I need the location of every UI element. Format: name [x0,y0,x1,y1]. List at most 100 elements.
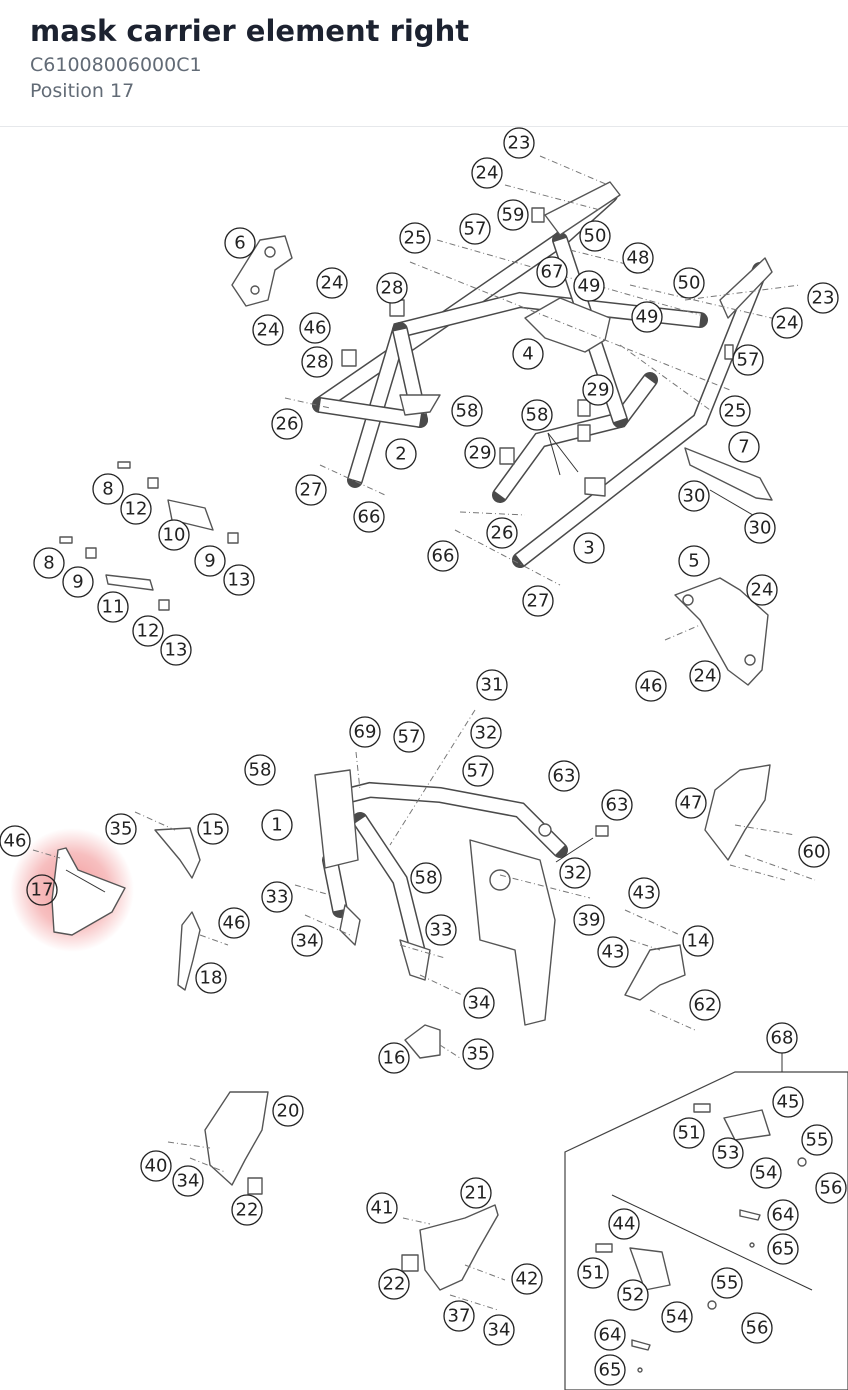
callout-label: 58 [249,760,272,781]
callout-22: 22 [231,1194,263,1226]
main-frame-assembly [294,709,609,1026]
callout-label: 43 [602,942,625,963]
callout-45: 45 [772,1086,804,1118]
callout-label: 56 [746,1318,769,1339]
callout-34: 34 [172,1165,204,1197]
part-title: mask carrier element right [30,14,470,48]
callout-43: 43 [597,936,629,968]
callout-65: 65 [594,1354,626,1386]
callout-label: 66 [358,507,381,528]
callout-label: 34 [488,1320,511,1341]
callout-50: 50 [673,267,705,299]
callout-label: 55 [716,1273,739,1294]
callout-label: 34 [468,993,491,1014]
callout-32: 32 [559,857,591,889]
callout-label: 58 [526,405,549,426]
callout-46: 46 [299,312,331,344]
callout-label: 49 [636,307,659,328]
callout-24: 24 [746,574,778,606]
callout-label: 26 [276,414,299,435]
callout-label: 56 [820,1178,843,1199]
callout-label: 11 [102,597,125,618]
bracket-5 [664,577,769,686]
callout-57: 57 [462,755,494,787]
callout-label: 64 [599,1325,622,1346]
part-header: mask carrier element right C61008006000C… [0,0,848,127]
footrest-bracket-21 [401,1204,506,1311]
callout-label: 52 [622,1285,645,1306]
callout-27: 27 [295,474,327,506]
callout-66: 66 [427,540,459,572]
callout-25: 25 [399,222,431,254]
callout-29: 29 [582,374,614,406]
callout-48: 48 [622,242,654,274]
callout-28: 28 [301,346,333,378]
callout-54: 54 [750,1157,782,1189]
callout-label: 25 [404,228,427,249]
callout-label: 51 [678,1123,701,1144]
callout-5: 5 [678,545,710,577]
callout-11: 11 [97,591,129,623]
callout-49: 49 [631,301,663,333]
callout-25: 25 [719,395,751,427]
callout-label: 46 [223,913,246,934]
callout-46: 46 [0,825,31,857]
callout-label: 13 [165,640,188,661]
callout-label: 12 [137,621,160,642]
callout-label: 65 [772,1239,795,1260]
callout-10: 10 [158,519,190,551]
callout-label: 55 [806,1130,829,1151]
callout-label: 54 [755,1163,778,1184]
callout-1: 1 [261,809,293,841]
callout-label: 23 [508,133,531,154]
callout-57: 57 [459,213,491,245]
callout-67: 67 [536,256,568,288]
leader-lines [547,432,783,1072]
callout-label: 4 [522,344,533,365]
callout-23: 23 [807,282,839,314]
callout-label: 57 [398,727,421,748]
callout-26: 26 [271,408,303,440]
callout-label: 32 [475,723,498,744]
callout-58: 58 [410,862,442,894]
callout-34: 34 [463,987,495,1019]
callout-label: 24 [694,666,717,687]
callout-label: 54 [666,1307,689,1328]
callout-39: 39 [573,904,605,936]
callout-53: 53 [712,1137,744,1169]
callout-label: 12 [125,499,148,520]
callout-label: 39 [578,910,601,931]
callout-label: 63 [606,795,629,816]
callout-56: 56 [741,1312,773,1344]
callout-2: 2 [385,438,417,470]
callout-label: 63 [553,766,576,787]
callout-label: 29 [587,380,610,401]
callout-label: 60 [803,842,826,863]
highlighted-part-17[interactable] [10,828,134,952]
callout-46: 46 [635,670,667,702]
callout-58: 58 [521,399,553,431]
callout-label: 16 [383,1048,406,1069]
footrest-bracket-14 [624,909,696,1031]
callout-label: 69 [354,722,377,743]
callout-9: 9 [194,545,226,577]
callout-label: 33 [430,920,453,941]
callout-32: 32 [470,717,502,749]
callout-8: 8 [92,473,124,505]
footrest-bracket-20 [167,1091,269,1195]
callout-64: 64 [767,1199,799,1231]
callout-59: 59 [497,199,529,231]
callout-label: 24 [257,320,280,341]
callout-4: 4 [512,338,544,370]
callout-14: 14 [682,925,714,957]
callout-label: 57 [467,761,490,782]
callout-24: 24 [471,157,503,189]
callout-label: 9 [72,572,83,593]
callout-64: 64 [594,1319,626,1351]
callout-33: 33 [261,881,293,913]
callout-label: 64 [772,1205,795,1226]
callout-17[interactable]: 17 [26,874,58,906]
callout-label: 25 [724,401,747,422]
callout-label: 14 [687,931,710,952]
callout-label: 27 [300,480,323,501]
